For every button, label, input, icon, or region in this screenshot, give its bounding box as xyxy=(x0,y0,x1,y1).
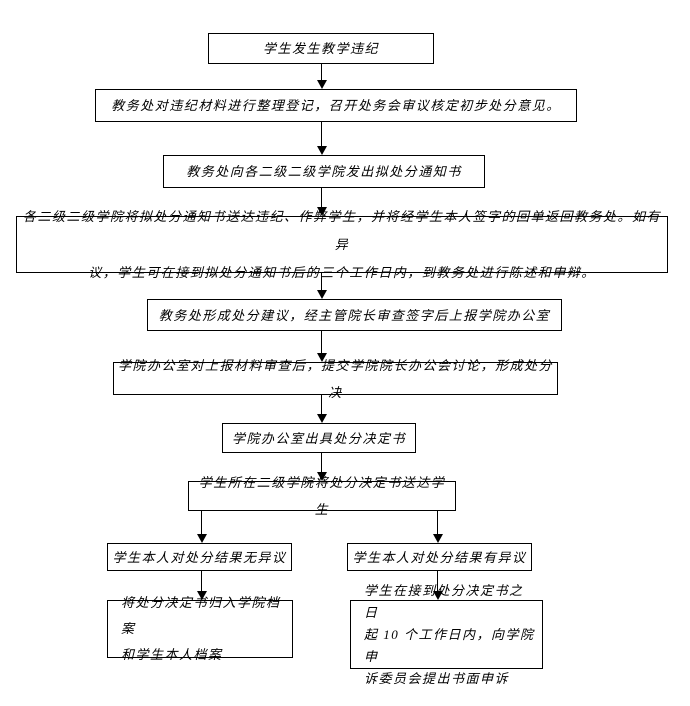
flow-node-line: 将处分决定书归入学院档案 xyxy=(121,595,281,636)
flow-arrow-down-right-branch xyxy=(437,511,438,534)
flow-node-line: 议，学生可在接到拟处分通知书后的三个工作日内，到教务处进行陈述和申辩。 xyxy=(88,264,596,280)
flow-node-violation-occurs: 学生发生教学违纪 xyxy=(208,33,434,64)
flow-node-label: 学生本人对处分结果有异议 xyxy=(352,549,527,565)
flow-node-punishment-proposal: 教务处形成处分建议，经主管院长审查签字后上报学院办公室 xyxy=(147,299,562,331)
flow-node-appeal: 学生在接到处分决定书之日 起 10 个工作日内，向学院申 诉委员会提出书面申诉 xyxy=(350,583,543,686)
flow-arrow-down xyxy=(201,571,202,591)
flow-arrow-down-left-branch xyxy=(201,511,202,534)
flow-node-label: 教务处对违纪材料进行整理登记，召开处务会审议核定初步处分意见。 xyxy=(111,98,561,113)
flow-node-label: 学生发生教学违纪 xyxy=(262,41,379,56)
flow-node-line: 诉委员会提出书面申诉 xyxy=(364,670,510,686)
flow-node-notice-issued: 教务处向各二级二级学院发出拟处分通知书 xyxy=(163,155,485,188)
flow-node-line: 起 10 个工作日内，向学院申 xyxy=(364,626,535,664)
flow-node-label: 教务处形成处分建议，经主管院长审查签字后上报学院办公室 xyxy=(158,307,551,323)
flow-node-label: 学生所在二级学院将处分决定书送达学生 xyxy=(198,475,446,517)
flow-node-line: 各二级二级学院将拟处分通知书送达违纪、作弊学生，并将经学生本人签字的回单返回教务… xyxy=(22,208,661,252)
flow-node-registrar-review: 教务处对违纪材料进行整理登记，召开处务会审议核定初步处分意见。 xyxy=(95,89,577,122)
flow-arrow-down xyxy=(321,64,322,80)
flow-node-line: 和学生本人档案 xyxy=(121,647,223,662)
flow-node-label: 学院办公室出具处分决定书 xyxy=(231,430,406,446)
flow-node-decision-issued: 学院办公室出具处分决定书 xyxy=(222,423,416,453)
flow-arrow-down xyxy=(321,122,322,146)
flow-node-line: 学生在接到处分决定书之日 xyxy=(364,582,524,620)
flow-node-has-objection: 学生本人对处分结果有异议 xyxy=(347,543,532,571)
flow-arrow-down xyxy=(321,188,322,207)
flow-node-decision-delivery: 学生所在二级学院将处分决定书送达学生 xyxy=(188,475,456,517)
flow-arrow-down xyxy=(437,571,438,591)
flow-node-notice-delivery: 各二级二级学院将拟处分通知书送达违纪、作弊学生，并将经学生本人签字的回单返回教务… xyxy=(16,209,668,280)
flow-node-archive: 将处分决定书归入学院档案 和学生本人档案 xyxy=(107,595,293,662)
flow-node-label: 学生本人对处分结果无异议 xyxy=(112,549,287,565)
flow-arrow-down xyxy=(321,331,322,353)
flow-node-office-review: 学院办公室对上报材料审查后，提交学院院长办公会讨论，形成处分决 xyxy=(113,358,558,400)
flow-node-no-objection: 学生本人对处分结果无异议 xyxy=(107,543,292,571)
flow-arrow-down xyxy=(321,395,322,414)
flow-node-label: 教务处向各二级二级学院发出拟处分通知书 xyxy=(186,164,462,179)
flow-node-label: 学院办公室对上报材料审查后，提交学院院长办公会讨论，形成处分决 xyxy=(118,357,554,400)
flow-arrow-down xyxy=(321,453,322,472)
flow-arrow-down xyxy=(321,273,322,290)
